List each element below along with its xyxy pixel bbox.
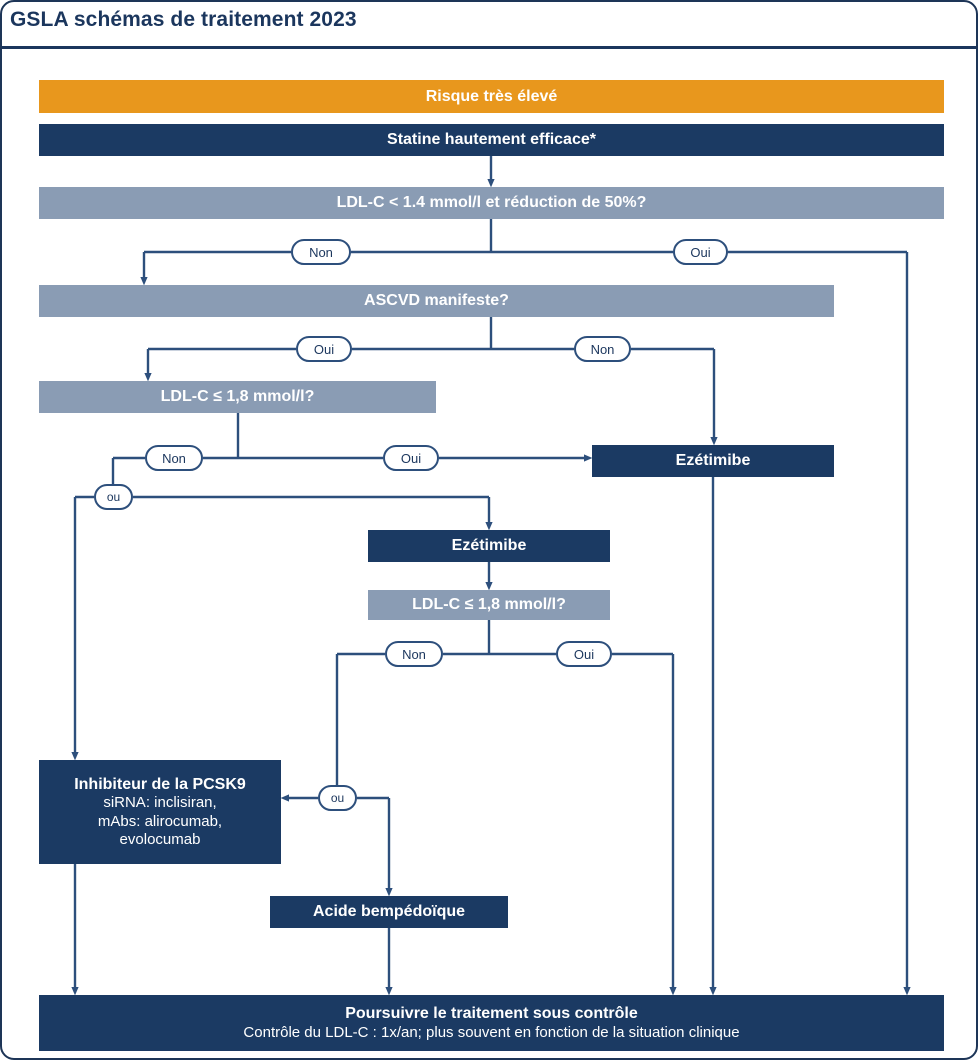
node-subline: siRNA: inclisiran, xyxy=(103,794,217,812)
edge-label-ldl18b-oui: Oui xyxy=(556,641,612,667)
edge-label-text: Non xyxy=(402,646,426,662)
edge-label-ldl18a-oui: Oui xyxy=(383,445,439,471)
node-ldl-c-seuil-1-4[interactable]: LDL-C < 1.4 mmol/l et réduction de 50%? xyxy=(39,187,944,219)
edge-label-text: Oui xyxy=(573,646,595,662)
node-label: ASCVD manifeste? xyxy=(364,292,509,310)
node-subline: Contrôle du LDL-C : 1x/an; plus souvent … xyxy=(243,1023,740,1041)
node-subline: evolocumab xyxy=(119,830,201,848)
edge-label-ou-2: ou xyxy=(318,785,357,811)
edge-label-ascvd-oui: Oui xyxy=(296,336,352,362)
node-label: Poursuivre le traitement sous contrôle xyxy=(345,1005,638,1023)
edge-label-text: Oui xyxy=(690,244,711,260)
edge-label-text: Non xyxy=(590,341,615,357)
node-ezetimibe-1[interactable]: Ezétimibe xyxy=(592,445,834,477)
node-poursuivre-traitement[interactable]: Poursuivre le traitement sous contrôle C… xyxy=(39,995,944,1051)
edge-label-text: Non xyxy=(309,244,333,260)
page-title: GSLA schémas de traitement 2023 xyxy=(10,8,357,31)
node-acide-bempedoique[interactable]: Acide bempédoïque xyxy=(270,896,508,928)
node-inhibiteur-pcsk9[interactable]: Inhibiteur de la PCSK9 siRNA: inclisiran… xyxy=(39,760,281,864)
node-ldl-c-seuil-1-8-b[interactable]: LDL-C ≤ 1,8 mmol/l? xyxy=(368,590,610,620)
node-ezetimibe-2[interactable]: Ezétimibe xyxy=(368,530,610,562)
edge-label-text: ou xyxy=(330,791,345,805)
edge-label-ascvd-non: Non xyxy=(574,336,631,362)
node-ascvd-manifeste[interactable]: ASCVD manifeste? xyxy=(39,285,834,317)
node-label: Ezétimibe xyxy=(675,452,751,470)
node-label: Ezétimibe xyxy=(451,537,527,555)
node-ldl-c-seuil-1-8-a[interactable]: LDL-C ≤ 1,8 mmol/l? xyxy=(39,381,436,413)
edge-label-text: ou xyxy=(106,490,121,504)
node-subline: mAbs: alirocumab, xyxy=(97,812,223,830)
node-label: LDL-C ≤ 1,8 mmol/l? xyxy=(160,388,315,406)
edge-label-ldl14-non: Non xyxy=(291,239,351,265)
node-label: Risque très élevé xyxy=(425,87,558,105)
node-label: LDL-C < 1.4 mmol/l et réduction de 50%? xyxy=(336,194,647,212)
node-label: Acide bempédoïque xyxy=(312,903,466,921)
edge-label-text: Oui xyxy=(400,450,422,466)
node-statine-hautement-efficace[interactable]: Statine hautement efficace* xyxy=(39,124,944,156)
edge-label-ldl14-oui: Oui xyxy=(673,239,728,265)
node-label: LDL-C ≤ 1,8 mmol/l? xyxy=(412,596,566,614)
edge-label-text: Non xyxy=(162,450,186,466)
edge-label-text: Oui xyxy=(313,341,335,357)
edge-label-ldl18b-non: Non xyxy=(385,641,443,667)
edge-label-ou-1: ou xyxy=(94,484,133,510)
edge-label-ldl18a-non: Non xyxy=(145,445,203,471)
node-risque-tres-eleve[interactable]: Risque très élevé xyxy=(39,80,944,113)
node-label: Statine hautement efficace* xyxy=(387,131,596,149)
title-divider xyxy=(2,46,976,49)
node-label: Inhibiteur de la PCSK9 xyxy=(74,775,246,793)
